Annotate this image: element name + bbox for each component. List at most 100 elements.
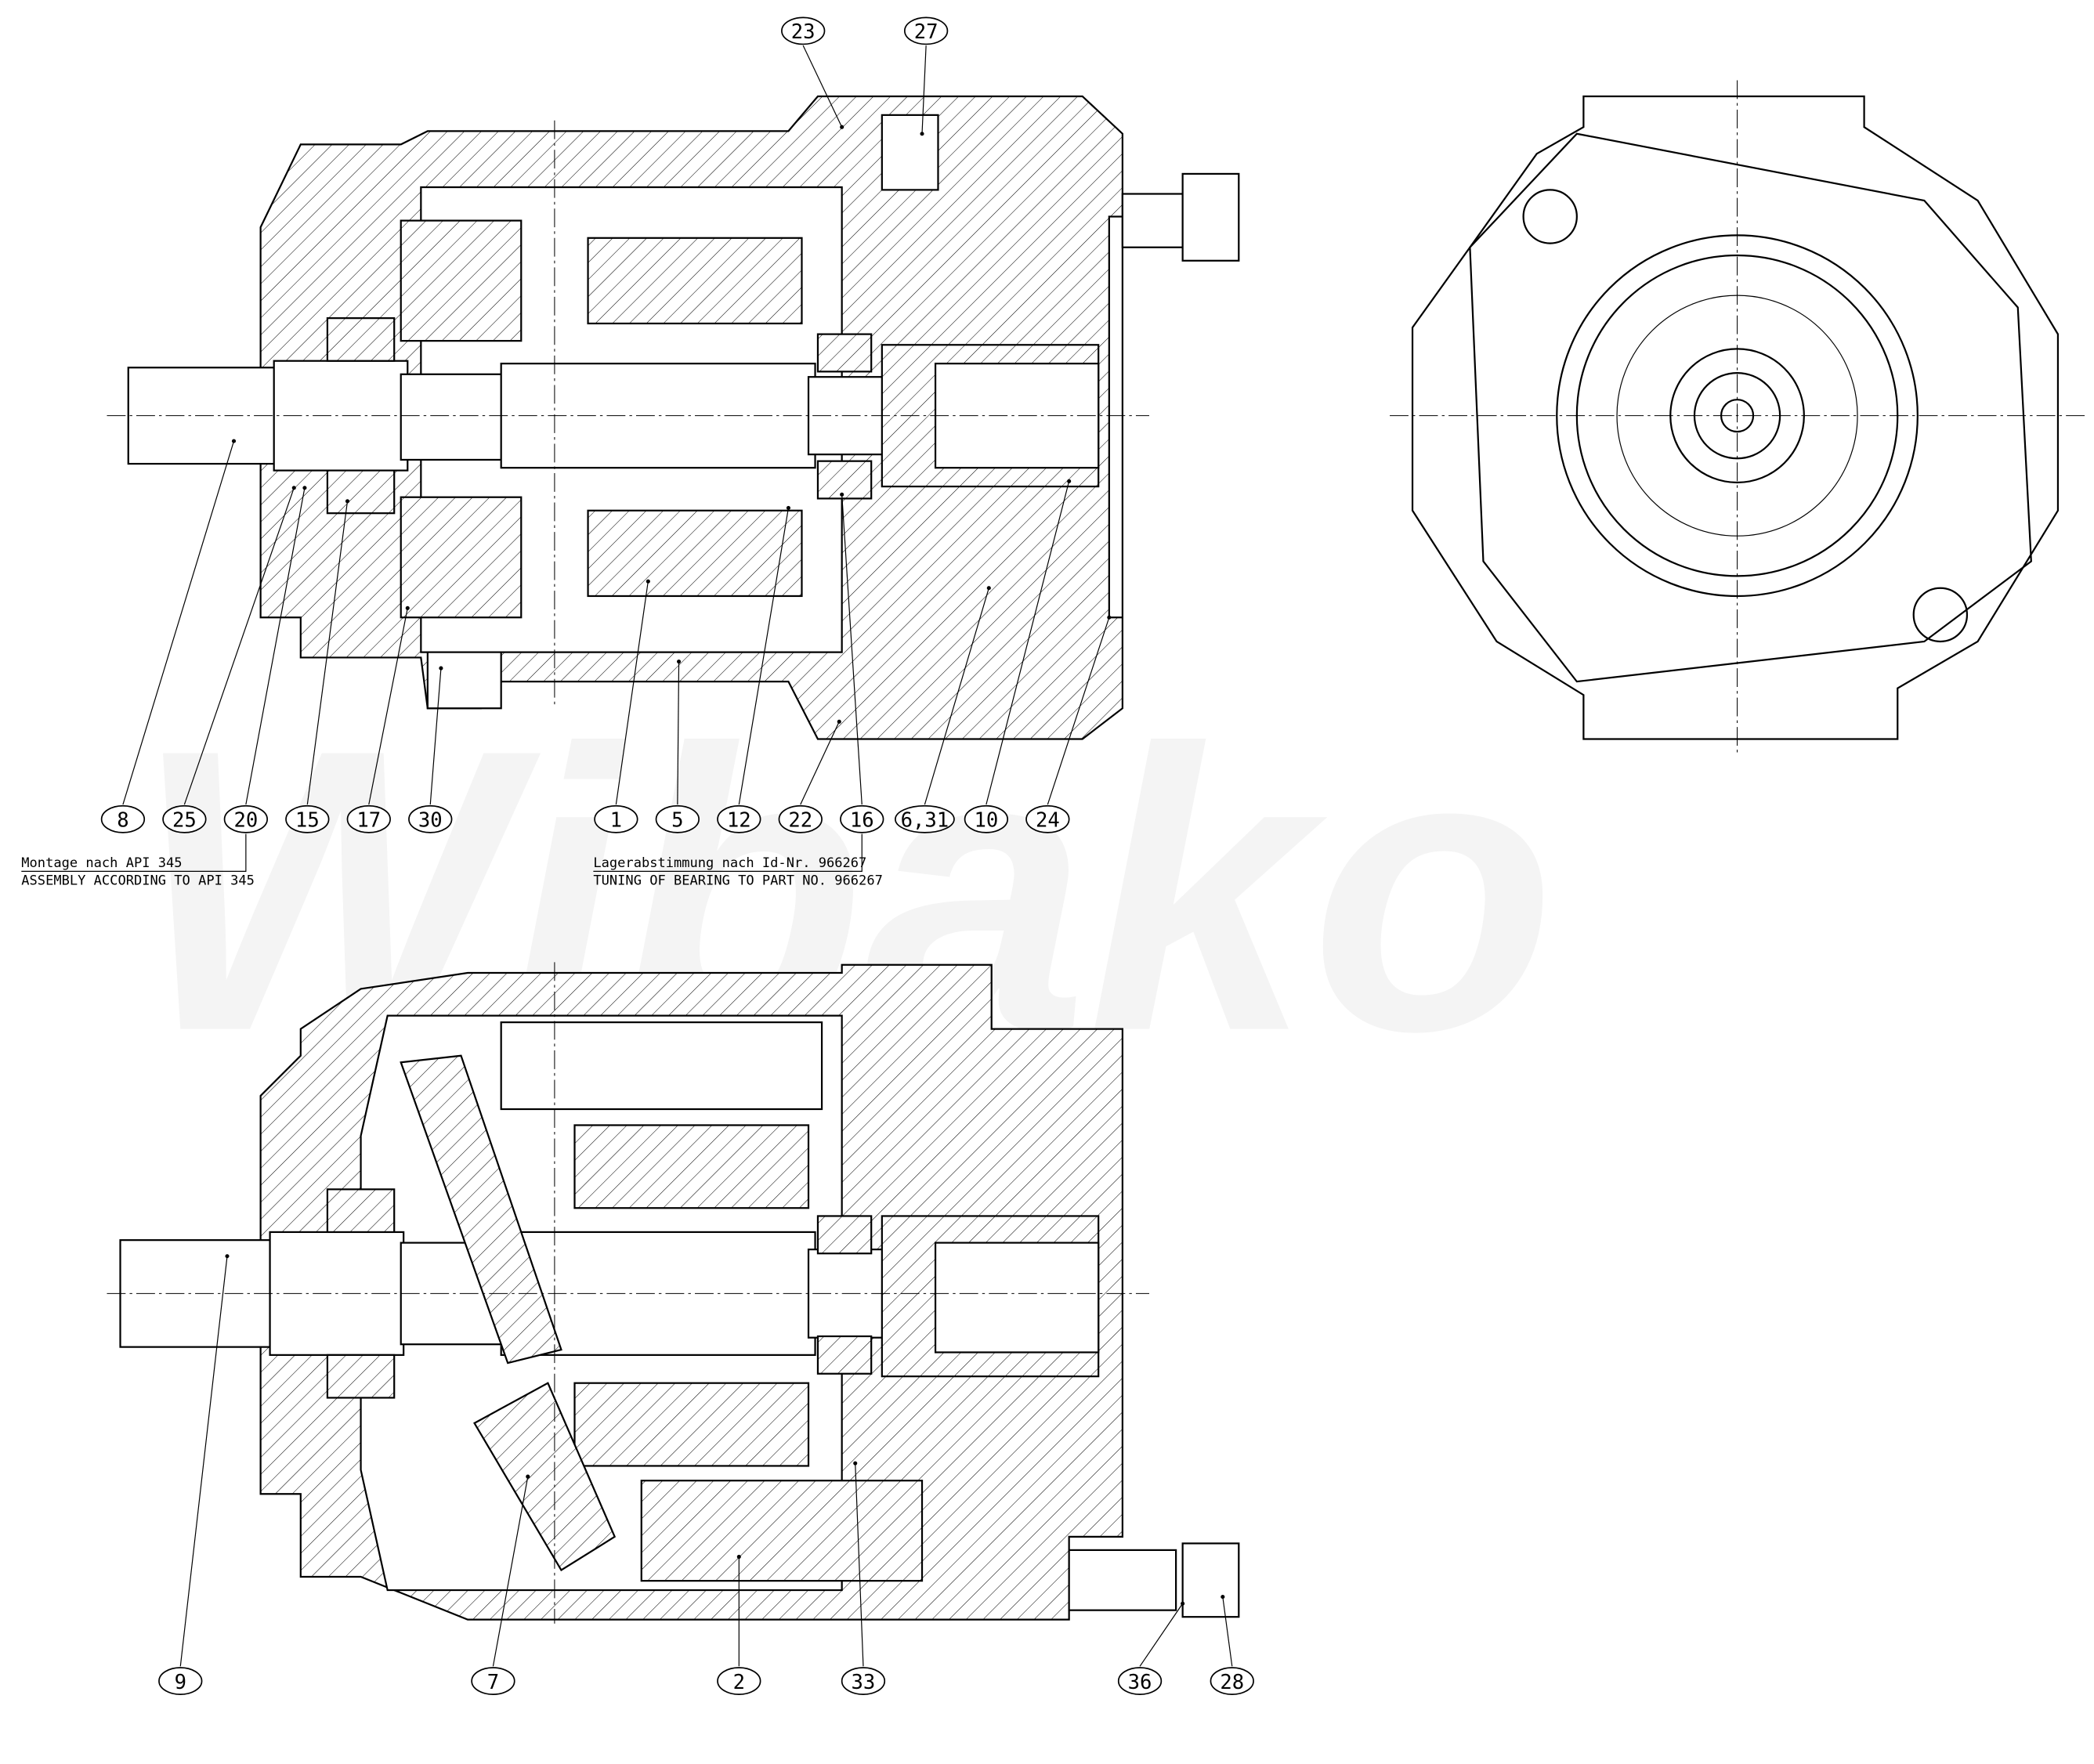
leader-dot [837,719,841,724]
balloon-circle [1210,1667,1254,1695]
leader-line [986,481,1070,805]
balloon-circle [781,16,826,45]
balloon-circle [717,804,761,833]
balloon-30: 30 [408,666,453,833]
leader-line [738,508,790,805]
balloon-9: 9 [158,1254,230,1695]
leader-line [183,487,295,805]
leader-line [677,661,680,805]
leader-line [368,608,408,805]
leader-line [1047,617,1110,805]
balloon-label: 20 [233,809,258,833]
balloon-label: 9 [175,1671,186,1694]
balloon-label: 22 [788,809,812,833]
balloon-20: 20 [223,486,307,833]
leader-line [615,581,649,805]
leader-dot [736,1554,741,1559]
balloon-15: 15 [285,499,350,833]
leader-line [1139,1603,1184,1667]
bottom-section-view [107,962,1240,1624]
balloon-2: 2 [717,1554,761,1695]
balloon-7: 7 [471,1474,530,1695]
balloon-circle [655,804,700,833]
leader-dot [853,1461,858,1466]
bearing-note: Lagerabstimmung nach Id-Nr. 966267 TUNIN… [593,833,883,888]
balloon-circle [471,1667,515,1695]
balloon-circle [1025,804,1070,833]
balloon-label: 23 [791,20,816,44]
balloon-label: 33 [852,1671,876,1694]
leader-line [429,668,442,805]
leader-line [492,1476,529,1667]
balloon-label: 12 [727,809,751,833]
balloon-circle [895,804,955,833]
leader-dot [840,125,844,129]
balloon-label: 1 [610,809,622,833]
balloon-27: 27 [903,16,949,136]
leader-line [245,487,306,805]
end-view [1390,80,2085,755]
assembly-note-de: Montage nach API 345 [21,855,182,871]
balloon-circle [903,16,949,45]
balloon-label: 28 [1220,1671,1244,1694]
balloon-circle [594,804,638,833]
leader-dot [291,486,296,490]
balloon-8: 8 [100,439,237,833]
bearing-note-en: TUNING OF BEARING TO PART NO. 966267 [593,873,882,888]
balloon-10: 10 [964,479,1072,833]
leader-line [122,440,235,805]
leader-dot [840,492,844,497]
balloon-label: 7 [487,1671,499,1694]
balloon-25: 25 [162,486,296,833]
balloon-5: 5 [655,659,700,833]
balloon-label: 30 [418,809,443,833]
balloon-circle [162,804,207,833]
balloon-6-31: 6,31 [895,586,991,833]
balloon-circle [158,1667,203,1695]
balloon-22: 22 [778,719,841,833]
leader-dot [302,486,307,490]
balloon-36: 36 [1117,1601,1185,1695]
leader-line [921,45,927,134]
balloon-label: 27 [914,20,939,44]
balloon-label: 16 [850,809,874,833]
leader-dot [986,586,991,591]
leader-line [1222,1596,1233,1667]
balloon-label: 2 [733,1671,745,1694]
assembly-note-en: ASSEMBLY ACCORDING TO API 345 [21,873,255,888]
balloon-label: 25 [172,809,197,833]
leader-dot [345,499,350,504]
balloon-33: 33 [841,1461,886,1695]
balloon-circle [841,1667,886,1695]
balloon-17: 17 [346,605,410,833]
balloon-circle [778,804,823,833]
leader-line [802,45,843,128]
balloon-circle [100,804,146,833]
balloon-label: 10 [974,809,998,833]
balloon-circle [717,1667,761,1695]
balloon-24: 24 [1025,615,1112,833]
balloon-circle [964,804,1009,833]
balloon-circle [223,804,269,833]
assembly-note: Montage nach API 345 ASSEMBLY ACCORDING … [21,833,255,888]
balloon-12: 12 [717,505,790,833]
leader-line [841,494,863,805]
leader-dot [1221,1595,1225,1600]
leader-dot [920,132,924,136]
leader-line [306,501,349,805]
balloon-label: 6,31 [901,809,949,833]
balloon-circle [840,804,884,833]
leader-dot [405,605,410,610]
balloon-23: 23 [781,16,844,129]
leader-dot [676,659,682,664]
leader-line [800,721,840,805]
leader-line [924,587,989,805]
balloon-label: 8 [117,809,128,833]
leader-dot [225,1254,230,1259]
leader-dot [646,579,650,584]
balloon-label: 36 [1128,1671,1152,1694]
leader-dot [1067,479,1072,483]
balloon-label: 17 [356,809,381,833]
leader-dot [439,666,443,671]
